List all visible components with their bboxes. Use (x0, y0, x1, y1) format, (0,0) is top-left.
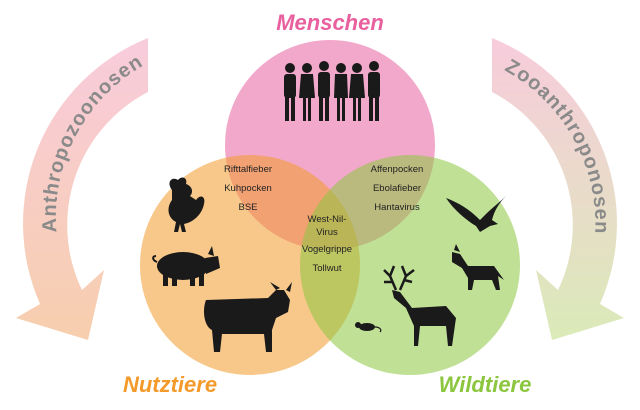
eagle-icon (446, 196, 506, 232)
all-groups-diseases: West-Nil- Virus Vogelgrippe Tollwut (302, 214, 352, 274)
disease-item: BSE (238, 202, 257, 213)
fox-icon (452, 244, 504, 290)
cow-icon (204, 282, 292, 352)
left-curved-arrow (16, 38, 148, 340)
disease-item: Rifttalfieber (224, 164, 272, 175)
pig-icon (152, 246, 220, 286)
disease-item: Affenpocken (371, 164, 424, 175)
disease-item: Hantavirus (374, 202, 420, 213)
humans-wildlife-diseases: Affenpocken Ebolafieber Hantavirus (371, 164, 424, 213)
disease-item: Tollwut (312, 263, 341, 274)
people-silhouettes-icon (284, 61, 380, 121)
disease-item: Kuhpocken (224, 183, 272, 194)
deer-icon (383, 265, 456, 346)
livestock-heading: Nutztiere (123, 372, 217, 397)
humans-heading: Menschen (276, 10, 384, 35)
wildlife-heading: Wildtiere (439, 372, 532, 397)
disease-item: Virus (316, 227, 338, 238)
right-curved-arrow (492, 38, 624, 340)
disease-item: West-Nil- (308, 214, 347, 225)
disease-item: Ebolafieber (373, 183, 421, 194)
mouse-icon (355, 322, 382, 333)
disease-item: Vogelgrippe (302, 244, 352, 255)
humans-livestock-diseases: Rifttalfieber Kuhpocken BSE (224, 164, 272, 213)
rooster-icon (168, 177, 205, 232)
